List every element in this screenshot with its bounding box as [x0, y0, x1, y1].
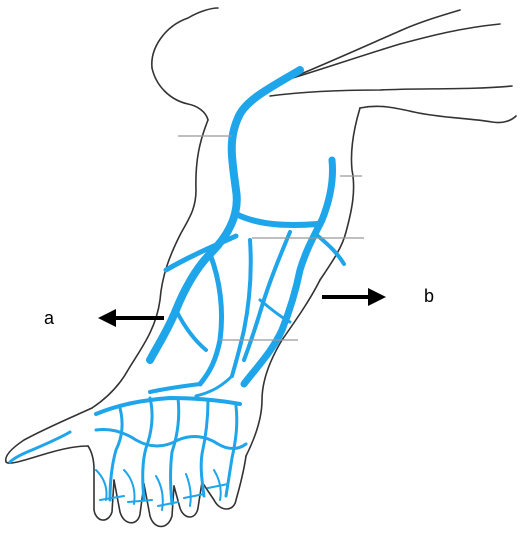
label-b: b: [424, 287, 434, 305]
cephalic-vein: [150, 70, 300, 360]
label-a: a: [44, 309, 54, 327]
median-cubital-vein: [236, 214, 318, 225]
basilic-vein: [244, 160, 333, 384]
veins: [10, 70, 344, 510]
arrow-b: [322, 288, 386, 306]
arm-outline: [6, 8, 516, 527]
